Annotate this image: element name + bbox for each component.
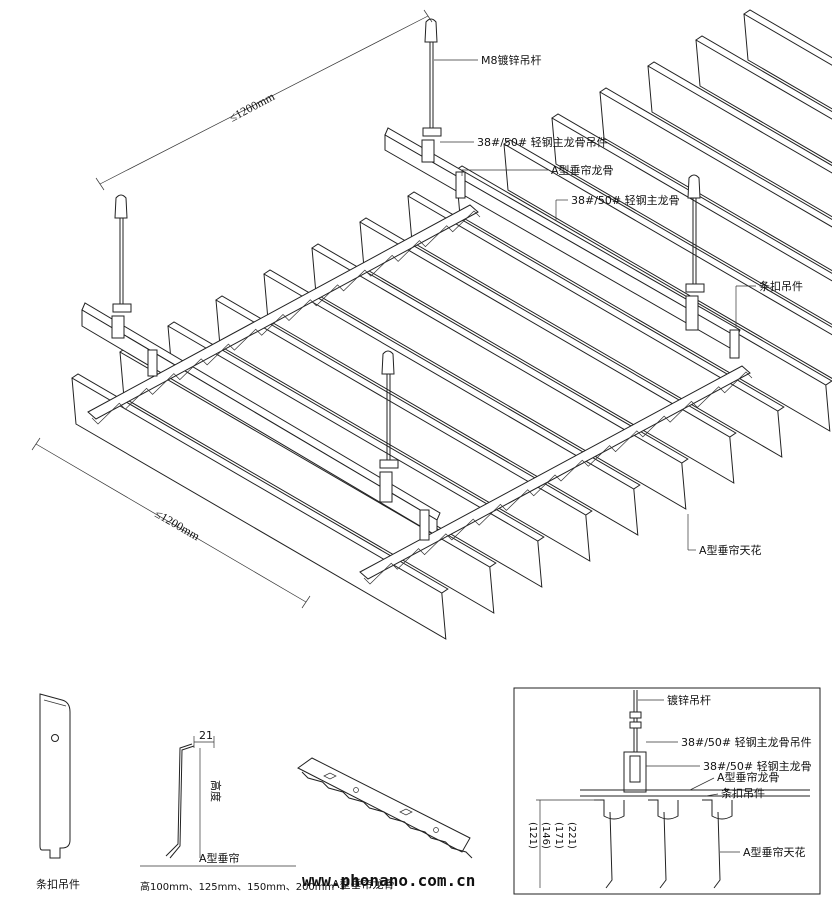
curtain-blade	[311, 243, 689, 510]
curtain-blade	[551, 113, 832, 326]
label-main-keel: 38#/50# 轻钢主龙骨	[571, 193, 680, 207]
clip-hanger-2	[147, 349, 158, 377]
section-height-1: (121)	[527, 822, 538, 849]
callouts: M8镀锌吊杆 38#/50# 轻钢主龙骨吊件 A型垂帘龙骨 38#/50# 轻钢…	[434, 53, 803, 557]
hanger-rod-middle	[379, 350, 399, 503]
curtain-blade	[599, 87, 832, 272]
section-detail: (121) (146) (171) (221) 镀锌吊杆 38#/50# 轻钢主…	[513, 687, 821, 895]
section-height-4: (221)	[566, 822, 577, 849]
section-height-2: (146)	[540, 822, 551, 849]
hanger-rod-right	[685, 174, 705, 331]
curtain-blade	[407, 191, 785, 458]
profile-width: 21	[199, 729, 213, 742]
detail-profile: 21 高度 A型垂帘 高100mm、125mm、150mm、200mm	[140, 729, 334, 893]
detail-clip-hanger: 条扣吊件	[36, 693, 80, 891]
section-clip: 条扣吊件	[721, 786, 765, 800]
section-main-keel: 38#/50# 轻钢主龙骨	[703, 759, 812, 773]
curtain-blade	[359, 217, 737, 484]
curtain-keel-right	[359, 365, 753, 585]
curtain-keel-left	[87, 204, 481, 425]
watermark: www.phonano.com.cn	[302, 871, 475, 890]
profile-caption: A型垂帘	[199, 851, 240, 865]
curtain-blade	[71, 373, 449, 640]
hanger-rod-top	[421, 18, 442, 163]
section-hanger: 38#/50# 轻钢主龙骨吊件	[681, 735, 812, 749]
curtain-blade	[743, 9, 832, 110]
label-m8-rod: M8镀锌吊杆	[481, 53, 542, 67]
dim-bottom-label: ≤1200mm	[153, 506, 203, 543]
curtain-blade	[695, 35, 832, 164]
detail-curtain-keel: A型垂帘龙骨	[297, 757, 473, 891]
main-keel-front	[81, 302, 441, 537]
profile-sizes: 高100mm、125mm、150mm、200mm	[140, 880, 334, 893]
curtain-blade	[647, 61, 832, 218]
hanger-rod-left	[111, 194, 132, 339]
section-rod: 镀锌吊杆	[667, 693, 711, 707]
clip-hanger-3	[729, 329, 740, 359]
profile-height-label: 高度	[209, 780, 223, 802]
label-a-curtain-ceiling: A型垂帘天花	[699, 543, 762, 557]
dim-top-label: ≤1200mm	[227, 89, 278, 125]
clip-hanger-1	[455, 171, 466, 199]
section-curtain-keel: A型垂帘龙骨	[717, 770, 780, 784]
label-clip-hanger: 条扣吊件	[759, 279, 803, 293]
label-main-keel-hanger: 38#/50# 轻钢主龙骨吊件	[477, 135, 608, 149]
section-height-3: (171)	[553, 822, 564, 849]
curtain-blade	[215, 295, 593, 562]
curtain-blade	[263, 269, 641, 536]
clip-hanger-4	[419, 509, 430, 541]
label-a-curtain-keel: A型垂帘龙骨	[551, 163, 614, 177]
dimension-top: ≤1200mm	[95, 9, 433, 191]
isometric-assembly: ≤1200mm ≤1200mm M8镀锌吊杆 38#/50# 轻钢主龙骨吊件 A…	[31, 9, 832, 640]
section-ceiling: A型垂帘天花	[743, 845, 806, 859]
clip-hanger-caption: 条扣吊件	[36, 877, 80, 891]
keel-caption: A型垂帘龙骨	[332, 877, 395, 891]
